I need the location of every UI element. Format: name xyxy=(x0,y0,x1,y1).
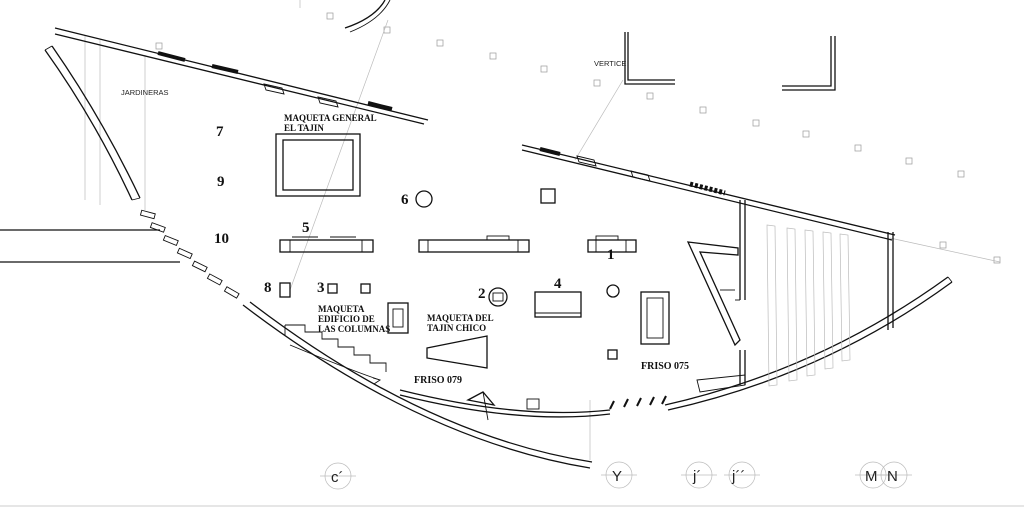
label-maqueta-edificio-1: MAQUETA xyxy=(318,304,365,314)
number-7: 7 xyxy=(216,124,224,140)
maqueta-general-frame xyxy=(275,133,361,197)
exhibit-square-right xyxy=(607,349,618,360)
west-curved-wall xyxy=(44,45,141,201)
axis-y: Y xyxy=(601,461,637,489)
exhibit-circle-small xyxy=(606,284,620,298)
grid-markers xyxy=(155,12,1001,264)
svg-text:j´: j´ xyxy=(692,468,701,485)
exhibit-8 xyxy=(279,282,291,298)
maqueta-edificio-case xyxy=(387,302,409,334)
exhibit-circle-6 xyxy=(415,190,433,208)
construction-lines xyxy=(84,0,1001,460)
svg-text:M: M xyxy=(865,468,878,485)
exhibit-square-small xyxy=(360,283,371,294)
svg-text:Y: Y xyxy=(612,468,622,485)
number-8: 8 xyxy=(264,280,272,296)
label-friso-079: FRISO 079 xyxy=(414,375,462,386)
arrow-mark xyxy=(372,377,382,385)
small-column-south xyxy=(526,398,540,410)
west-wall-openings xyxy=(139,209,240,299)
entry-triangle xyxy=(466,391,496,406)
bench-5 xyxy=(279,236,374,253)
bench-center xyxy=(418,235,530,253)
label-jardineras: JARDINERAS xyxy=(121,88,169,97)
number-3: 3 xyxy=(317,280,325,296)
friso-075-case xyxy=(640,291,670,345)
number-6: 6 xyxy=(401,192,409,208)
label-maqueta-general-2: EL TAJIN xyxy=(284,123,324,133)
axis-n: N xyxy=(876,461,912,489)
number-10: 10 xyxy=(214,231,229,247)
svg-text:j´´: j´´ xyxy=(731,468,745,485)
number-2: 2 xyxy=(478,286,486,302)
label-vertice: VERTICE xyxy=(594,59,626,68)
label-maqueta-general-1: MAQUETA GENERAL xyxy=(284,113,377,123)
bench-1 xyxy=(587,235,637,253)
axis-j2: j´´ xyxy=(724,461,760,489)
svg-text:N: N xyxy=(887,468,898,485)
label-maqueta-tajin-2: TAJIN CHICO xyxy=(427,323,486,333)
stairs xyxy=(284,324,387,372)
axis-c: c´ xyxy=(320,462,356,490)
exhibit-3 xyxy=(327,283,338,294)
south-curved-wall xyxy=(242,276,953,469)
number-4: 4 xyxy=(554,276,562,292)
axis-j1: j´ xyxy=(681,461,717,489)
vertice-corners xyxy=(624,32,836,91)
exhibit-square xyxy=(540,188,556,204)
north-wall-left xyxy=(54,27,429,125)
south-wall-openings xyxy=(609,395,667,410)
maqueta-tajin-chico xyxy=(426,335,488,369)
svg-text:c´: c´ xyxy=(331,469,344,486)
label-maqueta-tajin-1: MAQUETA DEL xyxy=(427,313,494,323)
north-wall-right xyxy=(521,144,896,241)
number-5: 5 xyxy=(302,220,310,236)
exhibit-2 xyxy=(488,287,508,307)
top-arc-wall xyxy=(344,0,386,29)
exhibit-4 xyxy=(534,291,582,318)
auditorium xyxy=(686,200,894,393)
number-9: 9 xyxy=(217,174,225,190)
label-maqueta-edificio-3: LAS COLUMNAS xyxy=(318,324,390,334)
label-friso-075: FRISO 075 xyxy=(641,361,689,372)
number-1: 1 xyxy=(607,247,615,263)
label-maqueta-edificio-2: EDIFICIO DE xyxy=(318,314,375,324)
